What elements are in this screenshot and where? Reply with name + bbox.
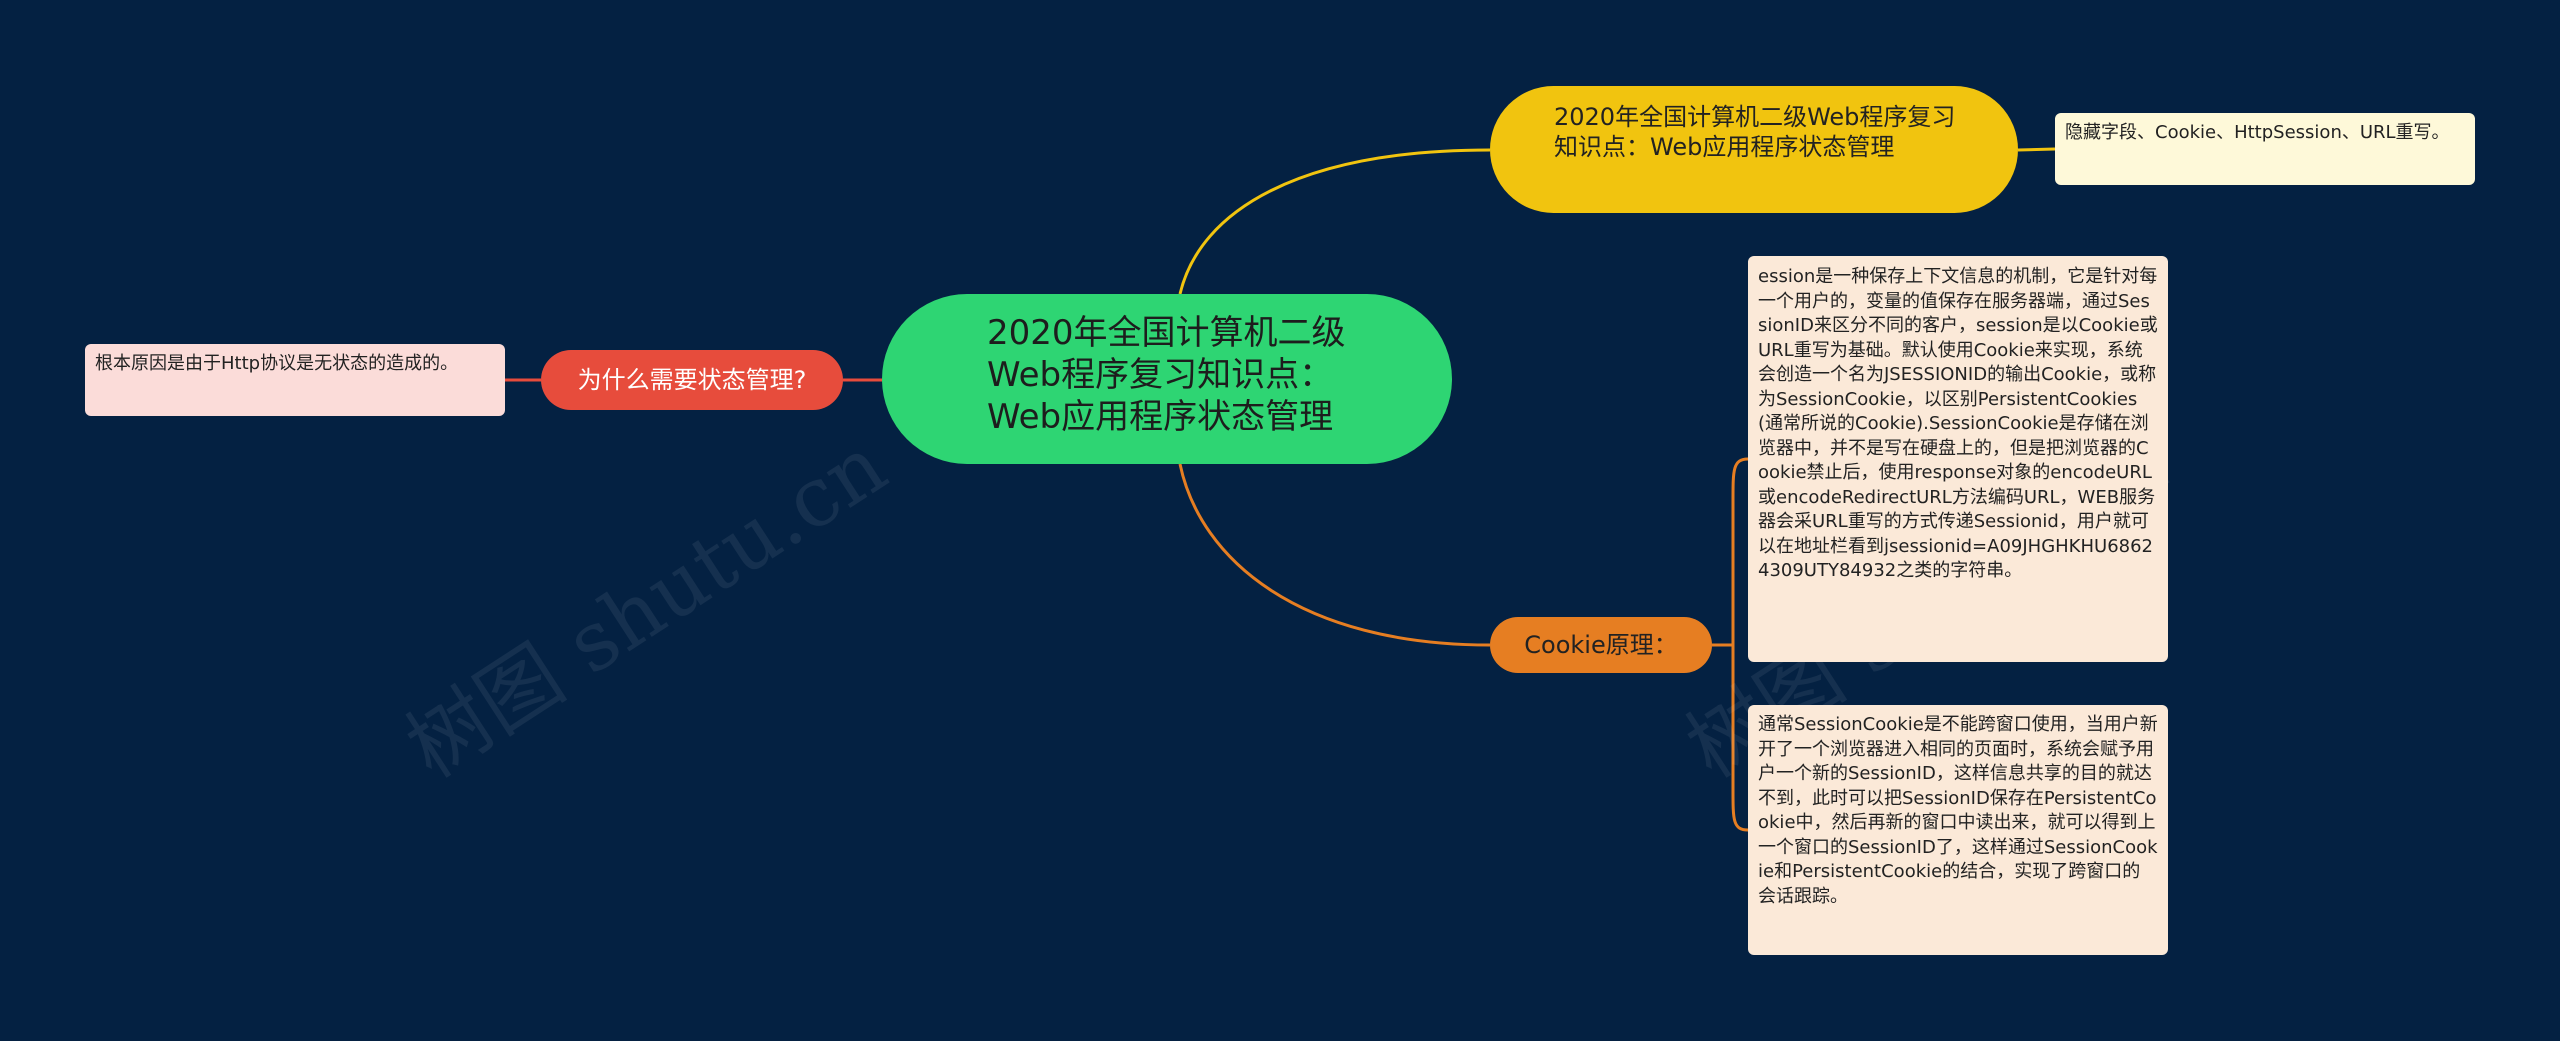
leaf-cookie-note-2[interactable]: 通常SessionCookie是不能跨窗口使用，当用户新开了一个浏览器进入相同的… [1748, 705, 2168, 955]
leaf-cookie-note-1[interactable]: ession是一种保存上下文信息的机制，它是针对每一个用户的，变量的值保存在服务… [1748, 256, 2168, 662]
topic-intro-label: 2020年全国计算机二级Web程序复习知识点：Web应用程序状态管理 [1554, 103, 1956, 161]
leaf-intro-note[interactable]: 隐藏字段、Cookie、HttpSession、URL重写。 [2055, 113, 2475, 185]
leaf-why-text: 根本原因是由于Http协议是无状态的造成的。 [95, 353, 459, 374]
leaf-intro-text: 隐藏字段、Cookie、HttpSession、URL重写。 [2065, 122, 2450, 143]
leaf-why-note[interactable]: 根本原因是由于Http协议是无状态的造成的。 [85, 344, 505, 416]
central-topic[interactable]: 2020年全国计算机二级Web程序复习知识点：Web应用程序状态管理 [882, 294, 1452, 464]
topic-intro[interactable]: 2020年全国计算机二级Web程序复习知识点：Web应用程序状态管理 [1490, 86, 2018, 213]
central-topic-label: 2020年全国计算机二级Web程序复习知识点：Web应用程序状态管理 [987, 313, 1346, 437]
topic-why-state-management[interactable]: 为什么需要状态管理? [541, 350, 843, 410]
topic-cookie-label: Cookie原理： [1524, 631, 1678, 659]
topic-cookie-principle[interactable]: Cookie原理： [1490, 617, 1712, 673]
link-center-cookie [1178, 463, 1491, 647]
leaf-cookie-2-text: 通常SessionCookie是不能跨窗口使用，当用户新开了一个浏览器进入相同的… [1758, 714, 2158, 907]
link-intro-leaf [2017, 147, 2056, 152]
leaf-cookie-1-text: ession是一种保存上下文信息的机制，它是针对每一个用户的，变量的值保存在服务… [1758, 266, 2158, 581]
topic-why-label: 为什么需要状态管理? [577, 366, 807, 394]
link-center-intro [1178, 148, 1491, 295]
